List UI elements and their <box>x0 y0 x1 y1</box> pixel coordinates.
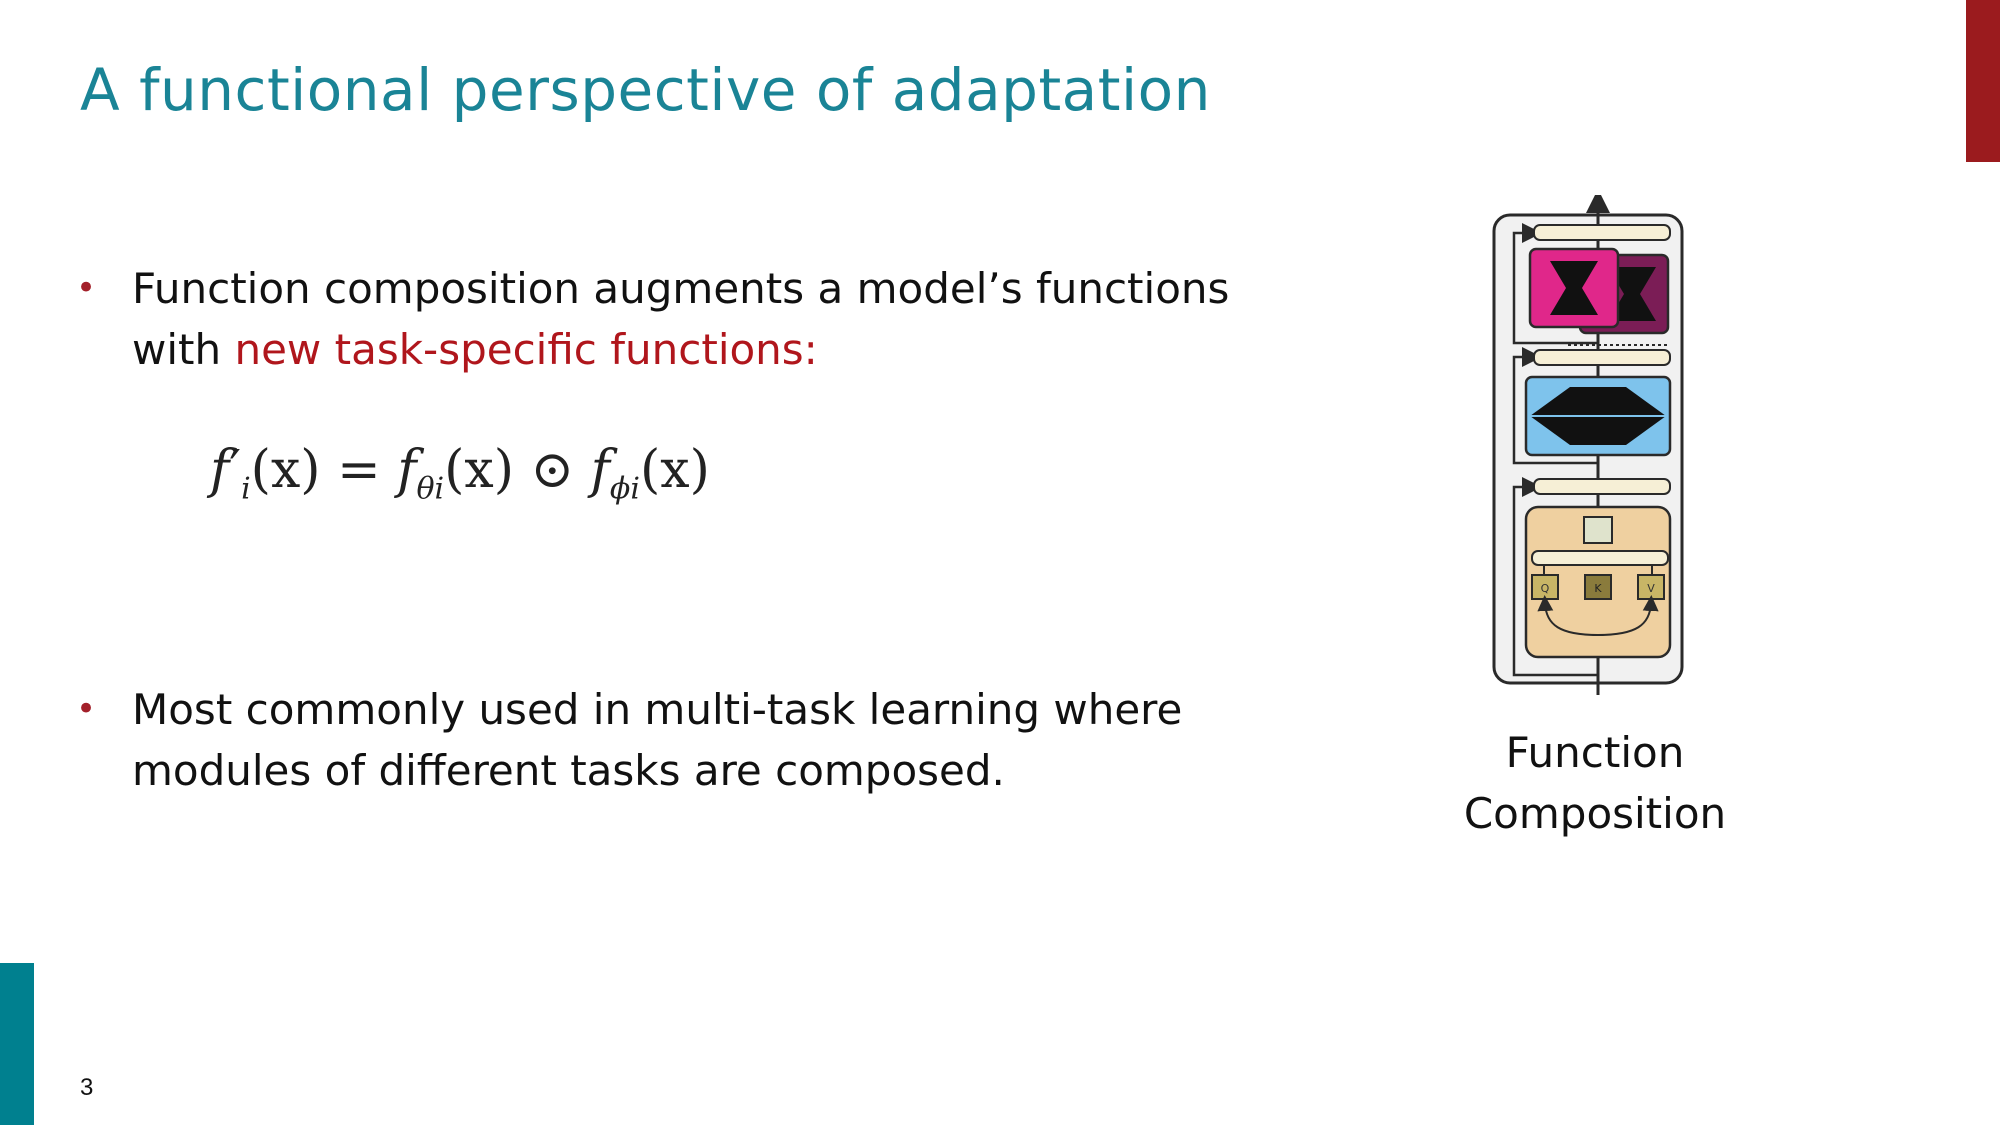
formula-rhs2-f: f <box>590 440 610 500</box>
bullet-text: Function composition augments a model’s … <box>132 264 1230 374</box>
bottom-left-accent-bar <box>0 963 34 1125</box>
key-label: K <box>1594 582 1602 595</box>
bullet-multi-task-learning: • Most commonly used in multi-task learn… <box>76 679 1252 801</box>
skip-connection-middle <box>1512 347 1598 465</box>
query-input-arrow <box>1537 595 1599 636</box>
value-label: V <box>1647 582 1655 595</box>
page-number: 3 <box>80 1074 94 1101</box>
formula-lhs-prime: ′ <box>229 440 242 500</box>
query-label: Q <box>1541 582 1550 595</box>
slide-title: A functional perspective of adaptation <box>80 56 1211 124</box>
formula-operator: ⊙ <box>514 440 591 500</box>
diagram-caption: Function Composition <box>1400 722 1790 844</box>
formula-rhs2-sub: ϕi <box>609 471 640 507</box>
attention-norm-bar <box>1531 550 1669 566</box>
skip-connection-top <box>1512 223 1598 345</box>
bullet-marker: • <box>76 689 97 729</box>
formula-rhs1-arg: (x) <box>444 440 515 500</box>
caption-line-1: Function <box>1505 728 1685 777</box>
formula-lhs-f: f <box>210 440 230 500</box>
adapter-front-bottleneck <box>1550 261 1598 315</box>
layer-norm-bottom <box>1533 478 1671 495</box>
key-block <box>1584 574 1612 600</box>
formula-equals: = <box>320 440 398 500</box>
layer-norm-top <box>1533 224 1671 241</box>
skip-connection-bottom <box>1512 477 1598 677</box>
caption-line-2: Composition <box>1463 789 1727 838</box>
bullet-highlight-text: new task-specific functions: <box>234 325 818 374</box>
function-composition-diagram: Q K V <box>1492 195 1684 695</box>
value-input-arrow <box>1597 595 1659 636</box>
top-right-accent-bar <box>1966 0 2000 162</box>
adapter-back-bottleneck <box>1608 267 1656 321</box>
formula-lhs-arg: (x) <box>250 440 321 500</box>
formula-lhs-sub: i <box>241 471 251 507</box>
bullet-marker: • <box>76 268 97 308</box>
formula-rhs1-f: f <box>397 440 417 500</box>
formula-rhs1-sub: θi <box>416 471 445 507</box>
bullet-function-composition: • Function composition augments a model’… <box>76 258 1252 380</box>
bullet-text: Most commonly used in multi-task learnin… <box>132 685 1183 795</box>
attention-output-box <box>1583 516 1613 544</box>
formula-rhs2-arg: (x) <box>639 440 710 500</box>
layer-norm-middle <box>1533 349 1671 366</box>
composition-formula: f′i(x) = fθi(x) ⊙ fϕi(x) <box>210 440 710 506</box>
